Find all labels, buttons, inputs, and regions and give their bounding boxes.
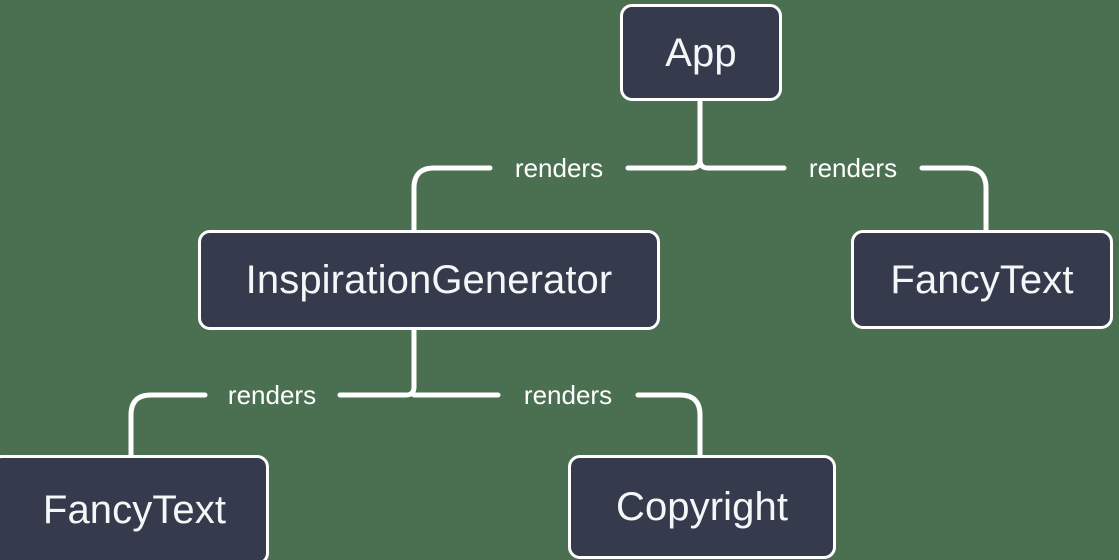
node-inspirationgenerator[interactable]: InspirationGenerator [198,230,660,330]
edge-app-junction-right [697,157,787,171]
edge-ig-to-fancytext-elbow [128,392,154,458]
node-fancytext-right-label: FancyText [890,257,1074,302]
edge-app-junction-left [625,157,703,171]
node-app-label: App [665,30,737,75]
edge-label-app-to-inspirationgenerator: renders [514,153,604,183]
node-fancytext-right[interactable]: FancyText [851,230,1113,329]
edge-ig-junction-left [337,384,417,398]
node-fancytext-bottom[interactable]: FancyText [0,455,269,560]
node-app[interactable]: App [620,4,782,101]
edge-app-to-fancytext-elbow [963,165,989,233]
node-copyright-label: Copyright [615,485,789,529]
edge-label-app-to-fancytext: renders [808,153,898,183]
edge-label-inspirationgenerator-to-fancytext: renders [227,380,317,410]
edge-ig-to-copyright-elbow [677,392,703,458]
edge-label-inspirationgenerator-to-copyright: renders [523,380,613,410]
node-fancytext-bottom-label: FancyText [42,488,227,532]
node-inspirationgenerator-label: InspirationGenerator [245,258,613,302]
node-copyright[interactable]: Copyright [568,455,836,559]
edge-app-to-ig-elbow [411,165,437,233]
